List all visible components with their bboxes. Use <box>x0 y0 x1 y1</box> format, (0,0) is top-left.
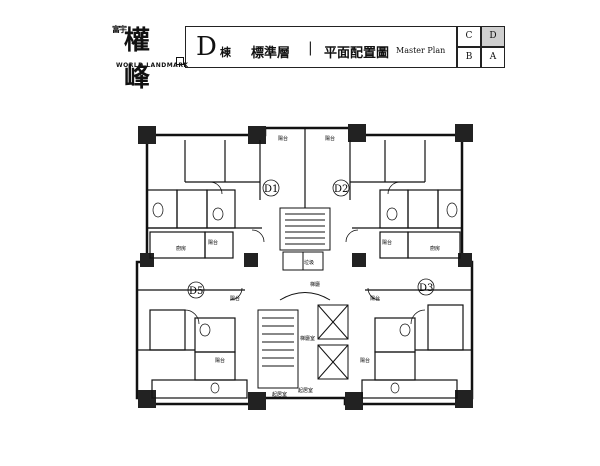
brand-logo: 富宇 權峰 WORLD LANDMARK <box>112 22 188 93</box>
unit-label-d2: D2 <box>334 184 348 195</box>
keymap-cell-d: D <box>481 26 505 47</box>
room-label-balcony-8: 陽台 <box>370 295 380 302</box>
floor-type: 標準層 <box>251 46 291 61</box>
room-label-balcony-7: 陽台 <box>230 295 240 302</box>
room-label-elevator-hall: 梯廳室 <box>300 335 315 342</box>
header-separator: | <box>308 40 313 56</box>
building-suffix: 棟 <box>220 46 231 59</box>
interior-walls <box>137 128 472 399</box>
fixtures <box>152 202 458 394</box>
seal-icon <box>176 57 184 65</box>
unit-label-d1: D1 <box>264 184 278 195</box>
plan-title: 平面配置圖 <box>324 46 390 61</box>
room-label-trash: 垃圾 <box>304 259 314 266</box>
room-label-kitchen-2: 廚房 <box>430 245 440 252</box>
unit-label-d5: D5 <box>189 286 203 297</box>
room-label-balcony-4: 陽台 <box>382 239 392 246</box>
room-labels: 陽台 陽台 廚房 廚房 陽台 陽台 梯廳 梯廳室 垃圾 起居室 起居室 陽台 陽… <box>176 135 440 398</box>
room-label-balcony-5: 陽台 <box>215 357 225 364</box>
brand-subtitle: WORLD LANDMARK <box>116 62 189 69</box>
building-letter: D <box>196 32 217 62</box>
room-label-balcony-1: 陽台 <box>278 135 288 142</box>
room-label-living-2: 起居室 <box>298 387 313 394</box>
room-label-living-1: 起居室 <box>272 391 287 398</box>
room-label-lobby: 梯廳 <box>310 281 320 288</box>
room-label-balcony-2: 陽台 <box>325 135 335 142</box>
keymap-cell-c: C <box>457 26 481 47</box>
plan-header: D 棟 標準層 | 平面配置圖 Master Plan <box>185 26 457 68</box>
plan-title-en: Master Plan <box>396 46 446 55</box>
building-keymap: C D B A <box>457 26 505 68</box>
brand-small-text: 富宇 <box>112 24 127 34</box>
doors <box>184 181 426 325</box>
keymap-cell-b: B <box>457 47 481 68</box>
brand-main-text: 權峰 <box>124 26 153 93</box>
unit-labels: D1 D2 D5 D3 <box>187 179 435 299</box>
room-label-kitchen-1: 廚房 <box>176 245 186 252</box>
room-label-balcony-3: 陽台 <box>208 239 218 246</box>
keymap-cell-a: A <box>481 47 505 68</box>
unit-label-d3: D3 <box>419 283 433 294</box>
room-label-balcony-6: 陽台 <box>360 357 370 364</box>
core <box>257 207 349 389</box>
